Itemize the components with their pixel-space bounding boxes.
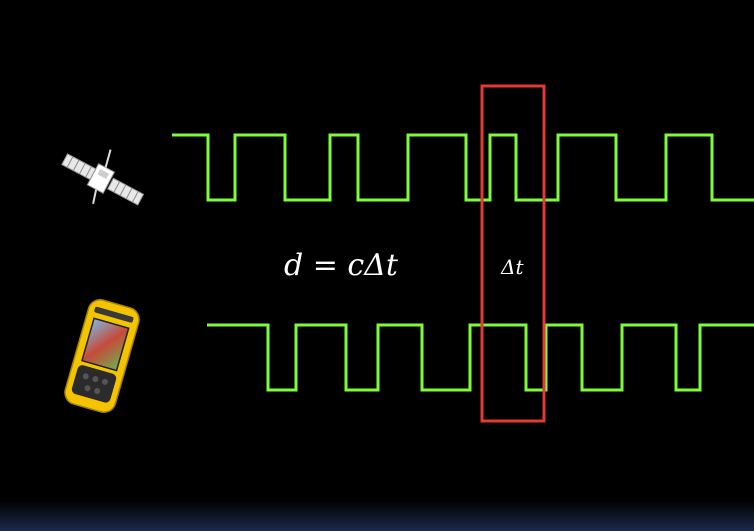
satellite-signal-wave — [172, 133, 754, 202]
bottom-edge-glow — [0, 500, 754, 531]
satellite-icon — [61, 149, 145, 206]
receiver-signal-wave — [207, 323, 754, 392]
distance-formula: d = cΔt — [284, 248, 399, 283]
gps-receiver-icon — [64, 299, 140, 413]
delta-t-label: Δt — [500, 255, 524, 279]
time-offset-window — [480, 84, 546, 423]
